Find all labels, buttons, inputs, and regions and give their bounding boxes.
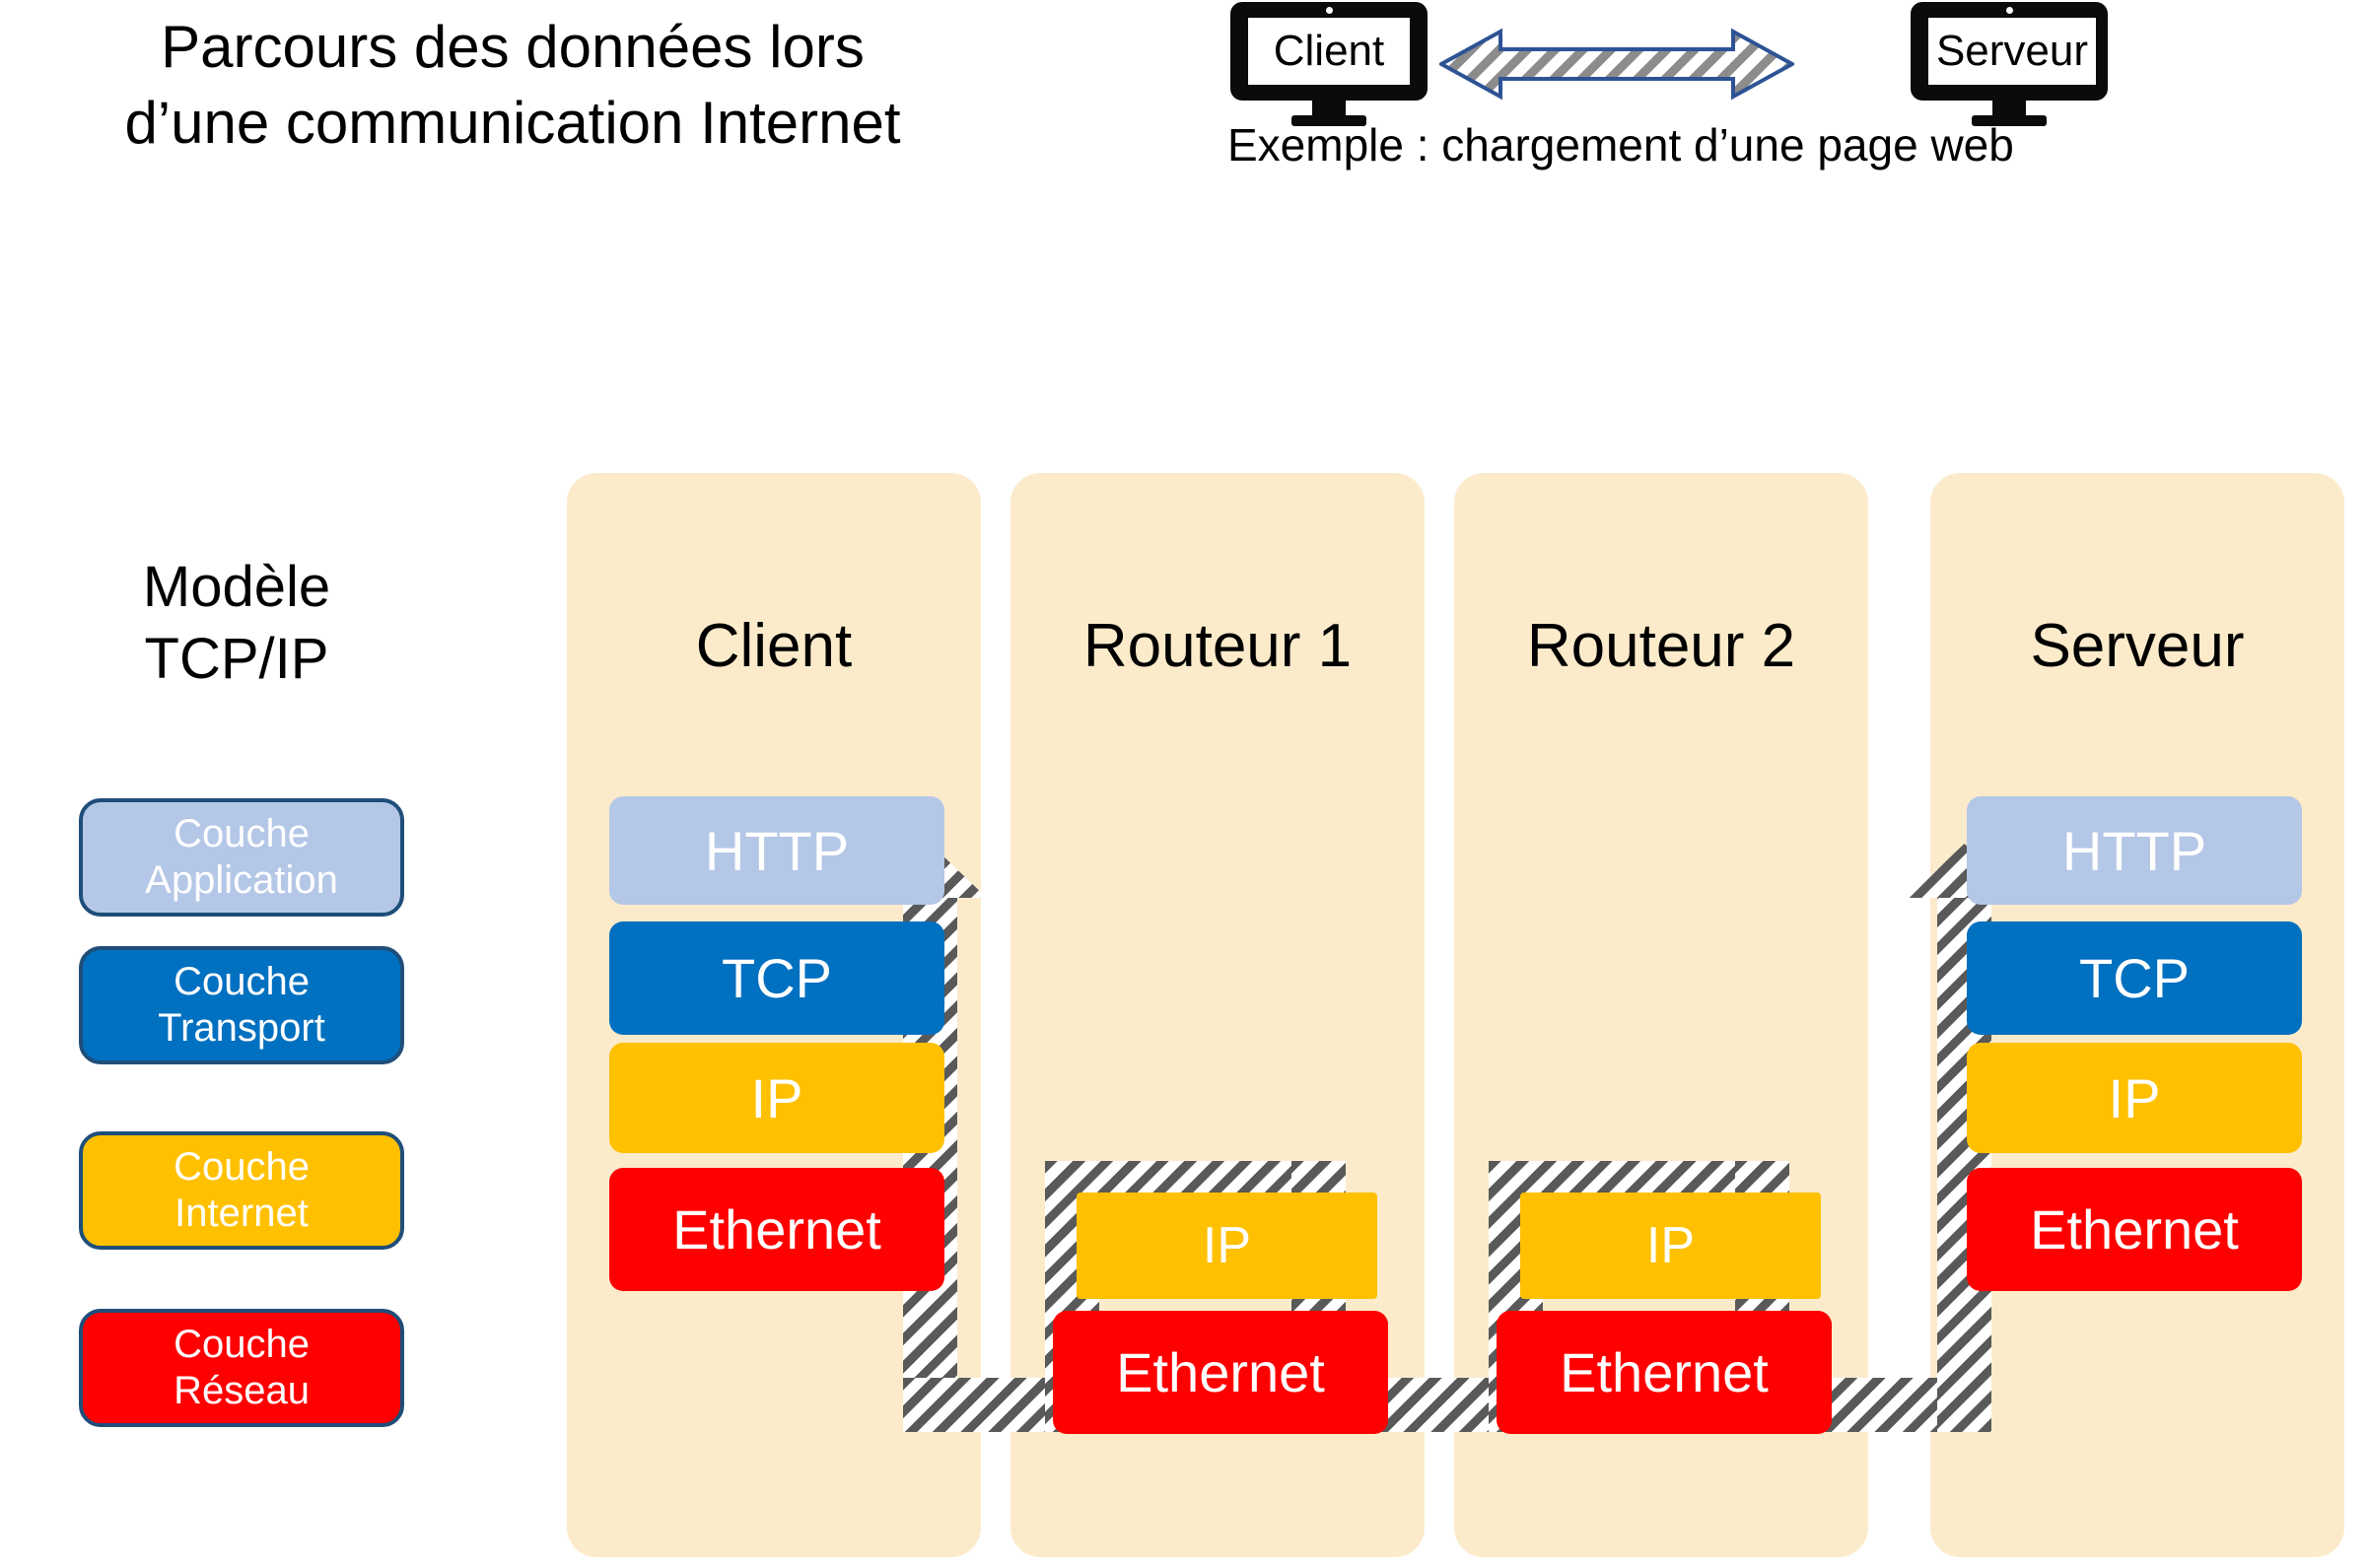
client-layer-tcp-label: TCP [722,947,832,1009]
client-layer-ip: IP [609,1043,944,1153]
legend-item-internet-line2: Internet [174,1192,309,1235]
server-monitor-label: Serveur [1928,18,2096,85]
routeur1-layer-ethernet: Ethernet [1053,1311,1388,1434]
client-monitor-label: Client [1248,18,1410,85]
client-layer-ethernet-label: Ethernet [672,1198,881,1261]
routeur1-layer-ip-label: IP [1202,1217,1252,1274]
routeur2-layer-ethernet-label: Ethernet [1560,1341,1769,1403]
legend-item-transport-line1: Couche [174,959,310,1003]
routeur2-layer-ip-label: IP [1645,1217,1696,1274]
legend-item-transport: Couche Transport [79,946,404,1064]
serveur-layer-ip: IP [1967,1043,2302,1153]
serveur-layer-ethernet: Ethernet [1967,1168,2302,1291]
serveur-layer-tcp: TCP [1967,921,2302,1035]
panel-routeur1-title: Routeur 1 [1082,612,1353,680]
routeur1-layer-ethernet-label: Ethernet [1116,1341,1325,1403]
client-monitor-icon: Client [1230,2,1428,126]
serveur-layer-ip-label: IP [2108,1066,2161,1129]
serveur-layer-ethernet-label: Ethernet [2030,1198,2239,1261]
example-caption: Exemple : chargement d’une page web [1227,119,2014,170]
client-layer-ip-label: IP [750,1066,803,1129]
legend-item-reseau-line2: Réseau [174,1369,310,1412]
serveur-layer-tcp-label: TCP [2079,947,2190,1009]
serveur-layer-http-label: HTTP [2061,819,2207,882]
routeur2-layer-ethernet: Ethernet [1497,1311,1832,1434]
client-layer-http-label: HTTP [704,819,850,882]
client-layer-tcp: TCP [609,921,944,1035]
legend-item-reseau-line1: Couche [174,1322,310,1366]
server-monitor-icon: Serveur [1911,2,2108,126]
client-layer-http: HTTP [609,796,944,905]
client-to-routeur1-connector [903,1378,1061,1432]
model-heading: Modèle TCP/IP [142,555,331,691]
legend-item-internet-line1: Couche [174,1144,310,1189]
page-title: Parcours des données lors d’une communic… [124,14,901,156]
panel-routeur2-title: Routeur 2 [1526,612,1796,680]
panel-serveur-title: Serveur [2030,612,2245,680]
client-layer-ethernet: Ethernet [609,1168,944,1291]
legend-item-reseau: Couche Réseau [79,1309,404,1427]
legend-item-transport-line2: Transport [158,1006,325,1050]
legend-item-application-line1: Couche [174,811,310,855]
panel-client-title: Client [695,612,853,680]
routeur2-layer-ip: IP [1520,1193,1821,1299]
bidirectional-arrow-icon [1439,28,1794,101]
routeur1-layer-ip: IP [1077,1193,1377,1299]
serveur-layer-http: HTTP [1967,796,2302,905]
legend-item-internet: Couche Internet [79,1131,404,1250]
legend-item-application: Couche Application [79,798,404,917]
legend-item-application-line2: Application [145,858,338,902]
